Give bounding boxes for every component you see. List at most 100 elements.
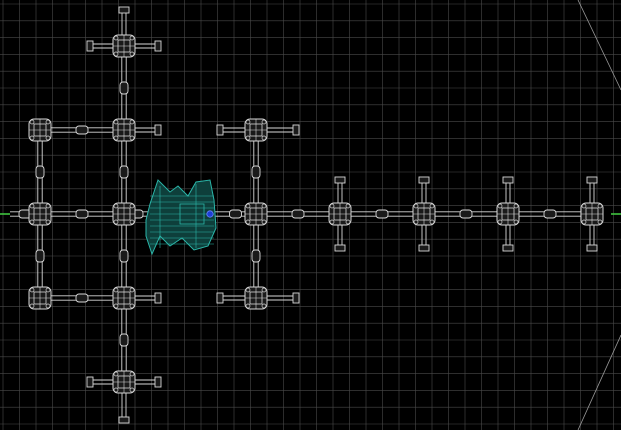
node-bolt (245, 135, 251, 141)
cross-junction-icon[interactable] (112, 202, 136, 226)
node-bolt (261, 135, 267, 141)
node-bolt (129, 303, 135, 309)
corridor-connector[interactable] (119, 298, 129, 382)
connector-coupling (229, 209, 242, 219)
cross-junction-icon[interactable] (412, 176, 436, 252)
node-bolt (429, 219, 435, 225)
corridor-connector[interactable] (119, 130, 129, 214)
corridor-connector[interactable] (119, 214, 129, 298)
node-endcap (216, 292, 224, 304)
node-endcap (154, 40, 162, 52)
node-bolt (113, 135, 119, 141)
cross-junction-icon[interactable] (112, 118, 162, 142)
node-bolt (429, 203, 435, 209)
connector-coupling (251, 165, 261, 179)
ship-icon[interactable] (145, 179, 217, 256)
node-bolt (581, 219, 587, 225)
connector-coupling (75, 293, 89, 303)
node-bolt (245, 287, 251, 293)
node-bolt (329, 203, 335, 209)
cross-junction-icon[interactable] (216, 118, 300, 142)
node-bolt (45, 203, 51, 209)
corridor-connector[interactable] (40, 125, 124, 135)
connector-coupling (375, 209, 389, 219)
cross-junction-icon[interactable] (86, 370, 162, 424)
cross-junction-icon[interactable] (28, 202, 52, 226)
node-endcap (418, 244, 430, 252)
cross-junction-icon[interactable] (112, 286, 162, 310)
level-boundary-line (577, 0, 621, 91)
corridor-connector[interactable] (508, 209, 592, 219)
node-endcap (118, 416, 130, 424)
corridor-connector[interactable] (40, 209, 124, 219)
node-endcap (502, 244, 514, 252)
node-bolt (113, 35, 119, 41)
node-bolt (413, 219, 419, 225)
node-bolt (45, 135, 51, 141)
node-bolt (29, 303, 35, 309)
connector-coupling (291, 209, 305, 219)
corridor-connector[interactable] (340, 209, 424, 219)
node-bolt (245, 219, 251, 225)
node-bolt (129, 203, 135, 209)
node-endcap (154, 124, 162, 136)
corridor-connector[interactable] (251, 214, 261, 298)
connector-coupling (543, 209, 557, 219)
node-bolt (113, 203, 119, 209)
node-bolt (45, 287, 51, 293)
node-bolt (45, 119, 51, 125)
corridor-connector[interactable] (40, 293, 124, 303)
node-bolt (29, 203, 35, 209)
node-endcap (292, 292, 300, 304)
node-bolt (113, 119, 119, 125)
node-bolt (129, 387, 135, 393)
node-endcap (418, 176, 430, 184)
corridor-connector[interactable] (119, 46, 129, 130)
node-bolt (113, 387, 119, 393)
cross-junction-icon[interactable] (28, 118, 52, 142)
node-bolt (29, 219, 35, 225)
corridor-connector[interactable] (35, 214, 45, 298)
cross-junction-icon[interactable] (244, 202, 268, 226)
node-bolt (497, 219, 503, 225)
node-bolt (129, 119, 135, 125)
node-bolt (345, 219, 351, 225)
node-bolt (45, 303, 51, 309)
cross-junction-icon[interactable] (216, 286, 300, 310)
corridor-connector[interactable] (251, 130, 261, 214)
connector-coupling (35, 249, 45, 263)
node-endcap (216, 124, 224, 136)
cross-junction-icon[interactable] (86, 6, 162, 58)
node-bolt (513, 203, 519, 209)
cross-junction-icon[interactable] (496, 176, 520, 252)
node-bolt (129, 51, 135, 57)
cross-junction-icon[interactable] (328, 176, 352, 252)
node-endcap (86, 40, 94, 52)
node-bolt (29, 135, 35, 141)
node-bolt (113, 51, 119, 57)
node-bolt (129, 287, 135, 293)
node-bolt (113, 303, 119, 309)
node-bolt (329, 219, 335, 225)
node-bolt (261, 303, 267, 309)
node-bolt (129, 219, 135, 225)
cross-junction-icon[interactable] (28, 286, 52, 310)
node-bolt (261, 219, 267, 225)
node-bolt (245, 303, 251, 309)
corridor-connector[interactable] (424, 209, 508, 219)
node-endcap (292, 124, 300, 136)
ship-cockpit (179, 203, 205, 225)
ship-hull (145, 179, 217, 256)
node-bolt (29, 287, 35, 293)
corridor-connector[interactable] (35, 130, 45, 214)
level-boundary-line (577, 334, 621, 430)
node-bolt (129, 135, 135, 141)
node-bolt (597, 219, 603, 225)
cross-junction-icon[interactable] (580, 176, 604, 252)
corridor-connector[interactable] (256, 209, 340, 219)
node-endcap (334, 244, 346, 252)
selection-dot-icon[interactable] (206, 210, 214, 218)
